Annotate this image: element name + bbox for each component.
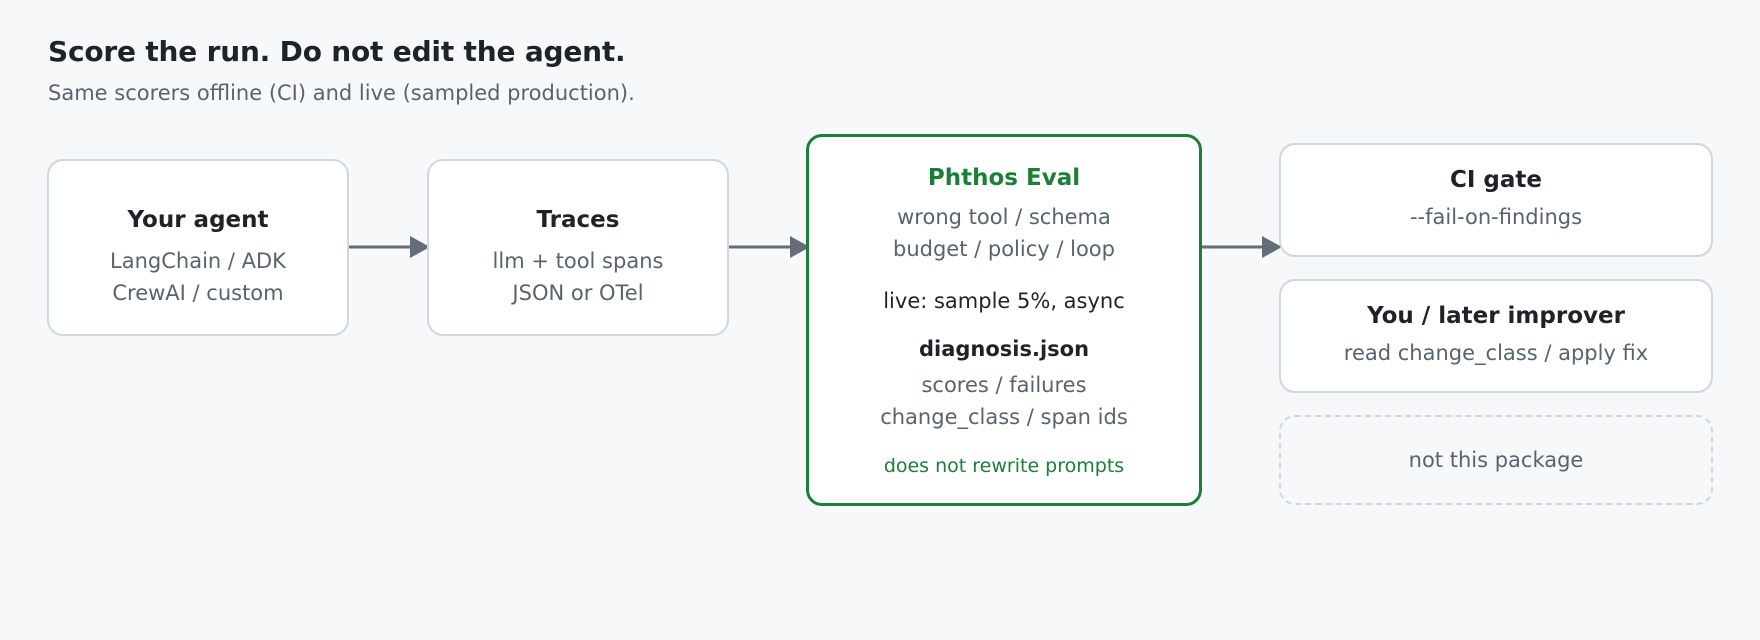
eval-disclaimer: does not rewrite prompts bbox=[883, 455, 1125, 477]
traces-box: Traces llm + tool spans JSON or OTel bbox=[427, 159, 729, 336]
eval-check-2: budget / policy / loop bbox=[893, 237, 1115, 261]
out-of-scope-box: not this package bbox=[1279, 415, 1713, 505]
eval-output-line-1: scores / failures bbox=[921, 373, 1087, 397]
eval-live-note: live: sample 5%, async bbox=[883, 289, 1125, 313]
improver-box: You / later improver read change_class /… bbox=[1279, 279, 1713, 393]
traces-box-title: Traces bbox=[536, 207, 620, 233]
agent-box-line-1: LangChain / ADK bbox=[110, 249, 286, 273]
traces-box-line-2: JSON or OTel bbox=[512, 281, 644, 305]
improver-line: read change_class / apply fix bbox=[1343, 341, 1649, 365]
eval-output-title: diagnosis.json bbox=[918, 337, 1090, 361]
eval-box-title: Phthos Eval bbox=[927, 165, 1081, 191]
diagram-title: Score the run. Do not edit the agent. bbox=[48, 35, 626, 68]
eval-box: Phthos Eval wrong tool / schema budget /… bbox=[806, 134, 1202, 506]
improver-title: You / later improver bbox=[1367, 303, 1625, 329]
out-of-scope-label: not this package bbox=[1408, 448, 1584, 472]
arrow-agent-to-traces bbox=[348, 236, 430, 258]
agent-box-title: Your agent bbox=[127, 207, 269, 233]
diagram-subtitle: Same scorers offline (CI) and live (samp… bbox=[48, 81, 635, 105]
traces-box-line-1: llm + tool spans bbox=[492, 249, 664, 273]
agent-box: Your agent LangChain / ADK CrewAI / cust… bbox=[47, 159, 349, 336]
ci-gate-title: CI gate bbox=[1449, 167, 1543, 193]
agent-box-line-2: CrewAI / custom bbox=[112, 281, 284, 305]
arrow-traces-to-eval bbox=[728, 236, 810, 258]
ci-gate-box: CI gate --fail-on-findings bbox=[1279, 143, 1713, 257]
eval-output-line-2: change_class / span ids bbox=[880, 405, 1128, 429]
eval-check-1: wrong tool / schema bbox=[897, 205, 1111, 229]
arrow-eval-to-ci-gate bbox=[1201, 236, 1282, 258]
ci-gate-line: --fail-on-findings bbox=[1409, 205, 1583, 229]
